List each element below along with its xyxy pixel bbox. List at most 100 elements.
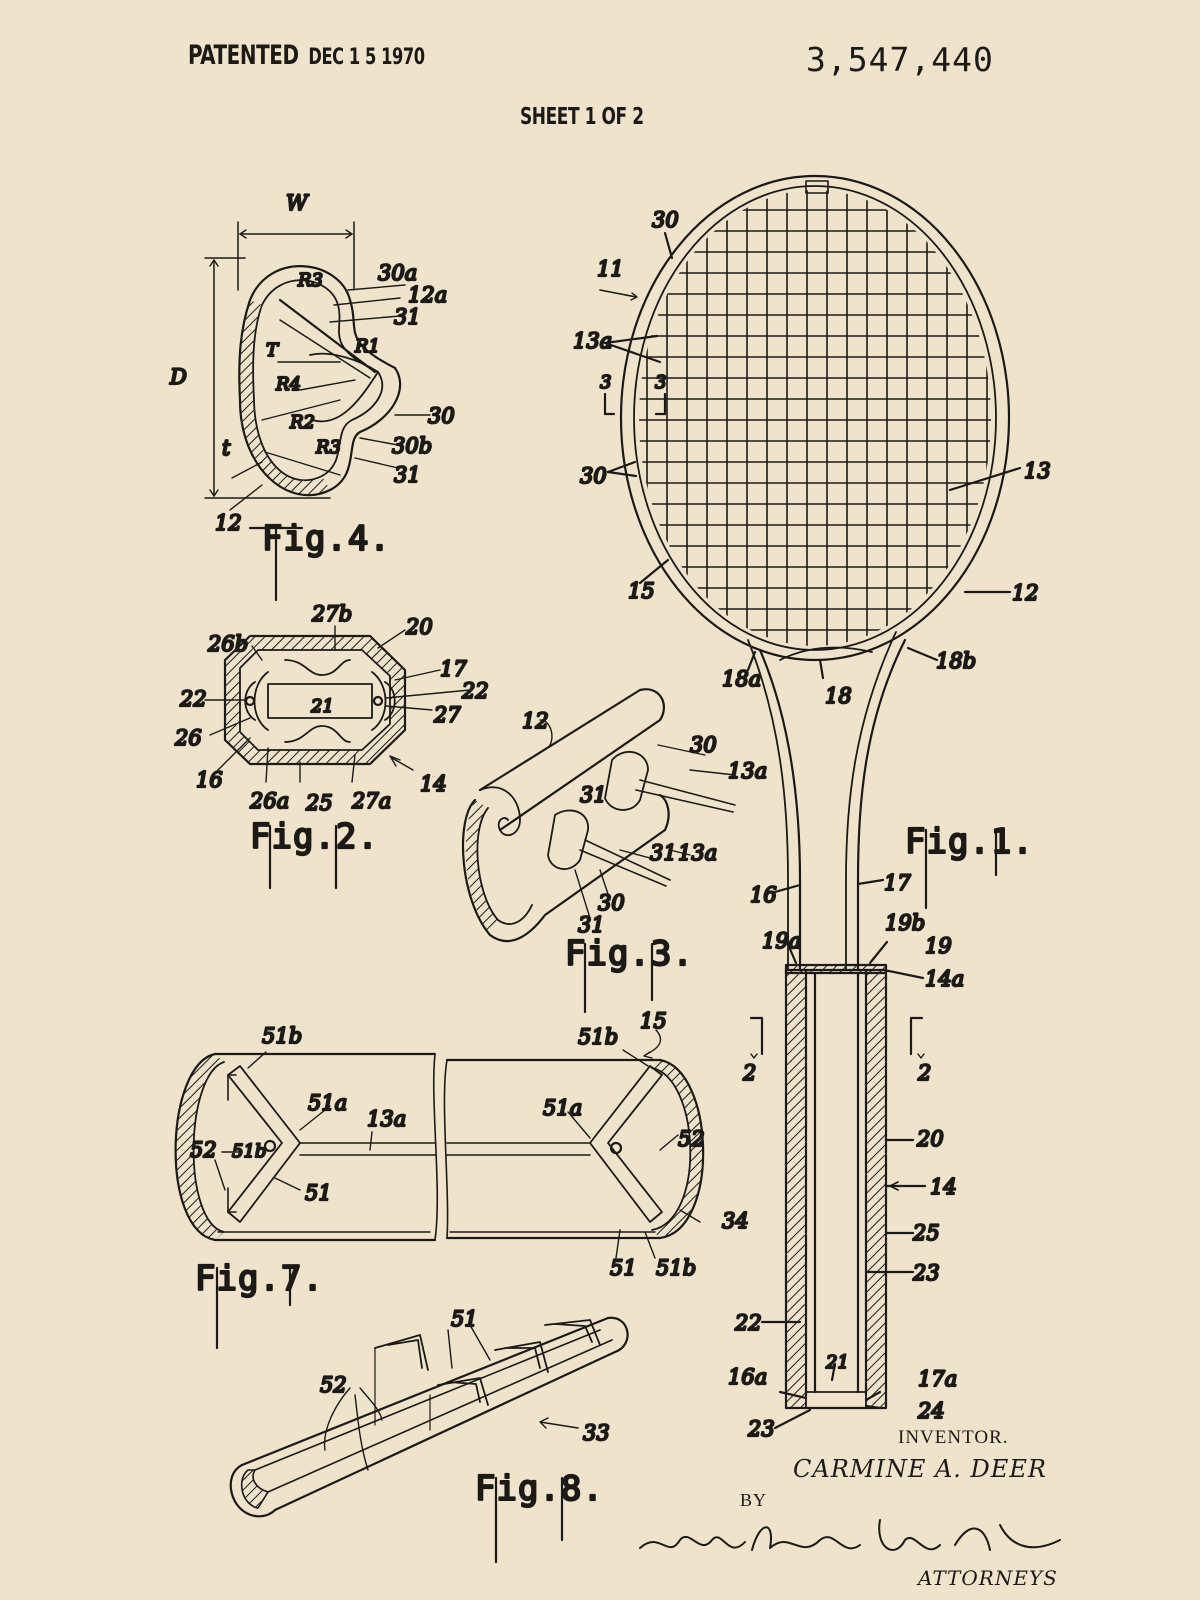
fig3-frame-section: 12 30 13a 31 31 13a 30 31 Fig.3. 15: [461, 688, 768, 1059]
label-51b-fig7-right-top: 51b: [578, 1025, 618, 1049]
label-t: t: [222, 436, 231, 460]
label-25-fig1: 25: [912, 1221, 940, 1245]
label-34: 34: [722, 1209, 749, 1233]
label-24: 24: [917, 1399, 945, 1423]
fig1-label: Fig.1.: [905, 822, 1034, 862]
label-13a-fig3-mid: 13a: [678, 841, 717, 865]
label-T: T: [266, 340, 280, 361]
inventor-name: CARMINE A. DEER: [793, 1455, 1047, 1483]
attorney-signature: [639, 1519, 1061, 1551]
label-51a-fig7-left: 51a: [308, 1091, 347, 1115]
label-W: W: [286, 191, 310, 215]
label-33: 33: [583, 1421, 610, 1445]
label-R2: R2: [289, 412, 315, 433]
shaft-right-outer: [856, 638, 907, 972]
label-18b: 18b: [936, 649, 976, 673]
label-19b: 19b: [885, 911, 925, 935]
label-22-fig2-left: 22: [179, 687, 207, 711]
label-17-fig1: 17: [884, 871, 911, 895]
fig7-label: Fig.7.: [195, 1259, 324, 1299]
label-26b: 26b: [207, 632, 248, 656]
fig2-handle-section: 26b 27b 20 17 22 27 22 26 16 26a 25 27a …: [173, 601, 490, 890]
label-16a: 16a: [728, 1365, 767, 1389]
label-D: D: [169, 365, 187, 389]
label-51b-fig7-left-top: 51b: [262, 1024, 302, 1048]
label-20-fig1: 20: [916, 1127, 944, 1151]
label-52-fig7-right: 52: [678, 1127, 705, 1151]
label-21-fig1: 21: [825, 1352, 849, 1373]
sheet-number: SHEET 1 OF 2: [520, 104, 644, 130]
label-2-right: 2: [917, 1061, 931, 1085]
label-31-fig3-bottom: 31: [578, 913, 605, 937]
label-25-fig2: 25: [305, 791, 333, 815]
label-31-fig4-top: 31: [394, 305, 421, 329]
label-31-fig4-bottom: 31: [394, 463, 421, 487]
label-30-top: 30: [652, 208, 679, 232]
label-20-fig2: 20: [405, 615, 433, 639]
label-52-fig8: 52: [320, 1373, 347, 1397]
fig3-top-edge: [478, 688, 666, 832]
label-31-fig3-top: 31: [580, 783, 607, 807]
label-19: 19: [925, 934, 952, 958]
label-14-fig2: 14: [420, 772, 447, 796]
fig4-label: Fig.4.: [262, 519, 391, 559]
label-23-fig1: 23: [912, 1261, 940, 1285]
label-21-fig2: 21: [310, 696, 334, 717]
attorneys-label: ATTORNEYS: [918, 1566, 1058, 1590]
label-13a-fig7: 13a: [367, 1107, 406, 1131]
inventor-heading: INVENTOR.: [898, 1427, 1009, 1448]
label-16-fig2: 16: [196, 768, 223, 792]
label-19a: 19a: [762, 929, 801, 953]
label-23-bottom: 23: [747, 1417, 775, 1441]
label-11: 11: [597, 257, 624, 281]
label-R3-lower: R3: [315, 437, 341, 458]
label-3-right: 3: [655, 372, 666, 393]
racket-frame-outer: [619, 174, 1011, 662]
label-R3-upper: R3: [297, 270, 323, 291]
fig8-strip-outline: [240, 1316, 629, 1512]
label-22-fig1: 22: [734, 1311, 762, 1335]
label-17-fig2: 17: [440, 657, 467, 681]
patented-label: PATENTED: [188, 40, 299, 71]
by-label: BY: [740, 1490, 768, 1510]
label-R4: R4: [275, 374, 301, 395]
shaft-left-outer: [758, 648, 802, 972]
fig7-yoke-section: 51b 51a 13a 52 51b 51 51b 51a 52 34 51 5…: [174, 1023, 750, 1350]
label-31-fig3-mid: 31: [650, 841, 677, 865]
label-2-left: 2: [742, 1061, 756, 1085]
label-15-fig3: 15: [640, 1009, 667, 1033]
label-15-fig1: 15: [628, 579, 655, 603]
label-26a: 26a: [249, 789, 289, 813]
label-51b-fig7-left-mid: 51b: [232, 1141, 266, 1162]
label-27: 27: [433, 703, 461, 727]
label-30-fig3-top: 30: [690, 733, 717, 757]
label-30b: 30b: [392, 434, 432, 458]
label-12-fig1: 12: [1012, 581, 1039, 605]
label-14a: 14a: [925, 967, 964, 991]
label-13a-fig1: 13a: [573, 329, 612, 353]
label-30a: 30a: [378, 261, 417, 285]
fig8-label: Fig.8.: [475, 1469, 604, 1509]
label-R1: R1: [354, 336, 380, 357]
label-12-fig3: 12: [522, 709, 549, 733]
label-17a: 17a: [918, 1367, 957, 1391]
label-30-left: 30: [580, 464, 607, 488]
fig7-left-edges: [213, 1052, 437, 1242]
label-18: 18: [825, 684, 852, 708]
label-22-fig2-right: 22: [461, 679, 489, 703]
patent-date: DEC 1 5 1970: [308, 45, 425, 70]
label-51-fig7-right: 51: [610, 1256, 637, 1280]
label-52-fig7-left: 52: [190, 1138, 217, 1162]
label-27a: 27a: [351, 789, 391, 813]
fig8-insert-strip: 51 52 33 Fig.8.: [229, 1306, 629, 1564]
label-51-fig7-left: 51: [305, 1181, 332, 1205]
label-26: 26: [174, 726, 202, 750]
fig4-cross-section: W D T R4 R2 R3 R3 R1 t 30a 12a 31 30 30b…: [168, 190, 456, 602]
label-30-fig4: 30: [428, 404, 455, 428]
label-13a-fig3-top: 13a: [728, 759, 767, 783]
label-12a: 12a: [408, 283, 447, 307]
label-12-fig4: 12: [215, 511, 242, 535]
label-27b: 27b: [311, 602, 352, 626]
